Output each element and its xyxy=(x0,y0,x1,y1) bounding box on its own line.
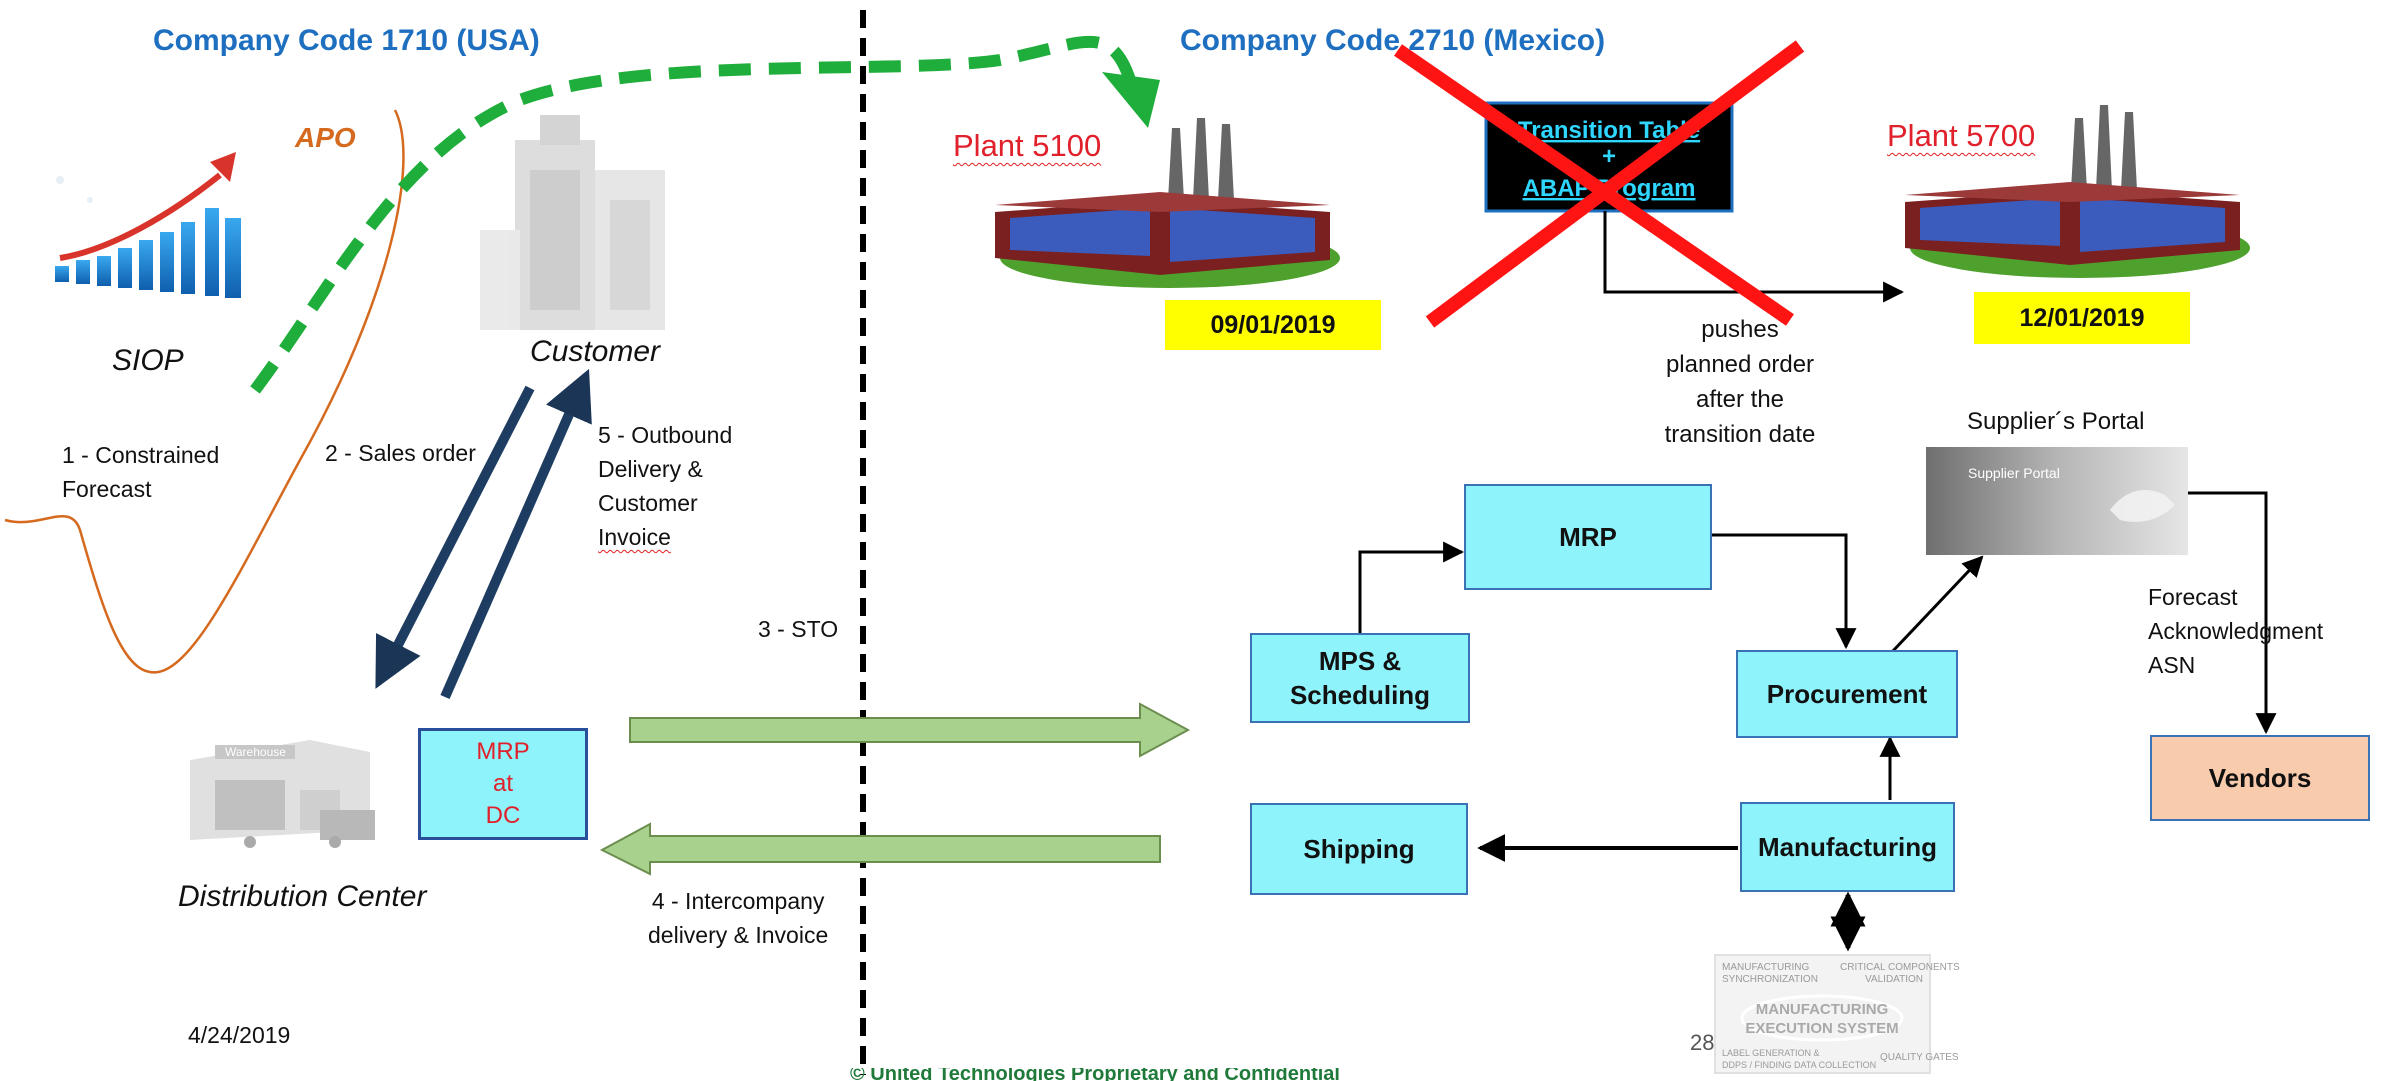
step-1-line-1: 1 - Constrained xyxy=(62,442,220,468)
step-5-label: 5 - Outbound Delivery & Customer Invoice xyxy=(598,418,732,554)
plant-5700-factory-icon xyxy=(1905,105,2250,278)
mes-text-2: SYNCHRONIZATION xyxy=(1722,974,1818,985)
forecast-line-1: Forecast xyxy=(2148,584,2238,610)
pushes-line-4: transition date xyxy=(1664,421,1816,448)
supplier-portal-screen-text: Supplier Portal xyxy=(1968,465,2060,481)
step-2-label: 2 - Sales order xyxy=(325,440,476,466)
footer-confidential: © United Technologies Proprietary and Co… xyxy=(850,1068,1340,1081)
pushes-line-3: after the xyxy=(1695,386,1785,413)
mrp-at-dc-line-2: at xyxy=(492,770,513,797)
transition-line-2: + xyxy=(1602,143,1616,170)
plant-5700-date: 12/01/2019 xyxy=(1974,292,2190,344)
step-4-label: 4 - Intercompany delivery & Invoice xyxy=(648,884,828,952)
portal-to-vendors-arrow xyxy=(2188,491,2277,735)
mrp-box: MRP xyxy=(1464,484,1712,590)
step-3-label: 3 - STO xyxy=(758,616,839,642)
mes-text-5: MANUFACTURING xyxy=(1756,1001,1889,1018)
warehouse-sign: Warehouse xyxy=(225,745,286,759)
pushes-line-1: pushes xyxy=(1701,316,1779,343)
company-code-usa-header: Company Code 1710 (USA) xyxy=(153,24,540,57)
mrp-at-dc-line-1: MRP xyxy=(476,738,530,765)
siop-label: SIOP xyxy=(112,344,184,377)
suppliers-portal-label: Supplier´s Portal xyxy=(1967,408,2145,435)
step-1-label: 1 - Constrained Forecast xyxy=(62,438,219,506)
intercompany-block-arrow xyxy=(599,822,1161,876)
sto-block-arrow xyxy=(629,702,1191,758)
mps-line-2: Scheduling xyxy=(1289,680,1431,710)
mes-text-3: CRITICAL COMPONENTS xyxy=(1840,962,1960,973)
red-cross-line-2 xyxy=(1425,40,1805,328)
manufacturing-box: Manufacturing xyxy=(1740,802,1955,892)
step-5-line-2: Delivery & xyxy=(598,456,703,482)
mes-text-9: QUALITY GATES xyxy=(1880,1052,1959,1063)
mrp-to-procurement-arrow xyxy=(1712,533,1857,650)
apo-label: APO xyxy=(295,122,356,153)
mps-line-1: MPS & xyxy=(1318,646,1402,676)
company-code-mexico-header: Company Code 2710 (Mexico) xyxy=(1180,24,1606,57)
footer-date: 4/24/2019 xyxy=(188,1022,291,1048)
procurement-to-portal-arrow xyxy=(1890,555,1984,654)
page-number: 28 xyxy=(1690,1030,1715,1055)
mps-scheduling-box: MPS & Scheduling xyxy=(1250,633,1470,723)
step-5-line-4: Invoice xyxy=(598,524,671,550)
mrp-at-dc-line-3: DC xyxy=(485,802,521,829)
mes-text-7: LABEL GENERATION & xyxy=(1722,1048,1820,1058)
step-5-line-3: Customer xyxy=(598,490,698,516)
plant-5100-factory-icon xyxy=(995,118,1340,288)
red-cross-line-1 xyxy=(1394,44,1794,326)
distribution-center-label: Distribution Center xyxy=(178,880,427,913)
step-4-line-1: 4 - Intercompany xyxy=(651,888,825,914)
shipping-box: Shipping xyxy=(1250,803,1468,895)
mes-text-8: DDPS / FINDING DATA COLLECTION xyxy=(1722,1060,1876,1070)
siop-chart-icon xyxy=(55,152,241,298)
handshake-icon xyxy=(2110,490,2175,522)
apo-curve xyxy=(4,109,405,674)
vendors-box: Vendors xyxy=(2150,735,2370,821)
mes-text-4: VALIDATION xyxy=(1865,974,1923,985)
outbound-delivery-arrow xyxy=(440,368,592,700)
plant-5100-label: Plant 5100 xyxy=(953,128,1102,163)
pushes-label: pushes planned order after the transitio… xyxy=(1620,312,1860,452)
mes-text-6: EXECUTION SYSTEM xyxy=(1745,1020,1898,1037)
mes-text-1: MANUFACTURING xyxy=(1722,962,1809,973)
mrp-at-dc-box: MRP at DC xyxy=(418,728,588,840)
forecast-ack-label: Forecast Acknowledgment ASN xyxy=(2148,580,2323,682)
procurement-box: Procurement xyxy=(1736,650,1958,738)
mps-to-mrp-arrow xyxy=(1358,541,1465,633)
step-4-line-2: delivery & Invoice xyxy=(648,922,829,948)
green-dashed-flow xyxy=(250,35,1136,394)
sales-order-arrow xyxy=(375,385,535,689)
plant-5100-date: 09/01/2019 xyxy=(1165,300,1381,350)
pushes-line-2: planned order xyxy=(1665,351,1815,378)
mes-diagram-image xyxy=(1714,954,1931,1074)
step-5-line-1: 5 - Outbound xyxy=(598,422,733,448)
step-1-line-2: Forecast xyxy=(62,476,152,502)
forecast-line-2: Acknowledgment xyxy=(2148,618,2324,644)
customer-building-icon xyxy=(480,115,665,330)
forecast-line-3: ASN xyxy=(2148,652,2196,678)
customer-label: Customer xyxy=(530,335,661,368)
warehouse-icon xyxy=(190,740,375,848)
pushes-arrow xyxy=(1603,211,1905,303)
green-dashed-flow-head xyxy=(1102,72,1160,128)
plant-5700-label: Plant 5700 xyxy=(1887,118,2036,153)
